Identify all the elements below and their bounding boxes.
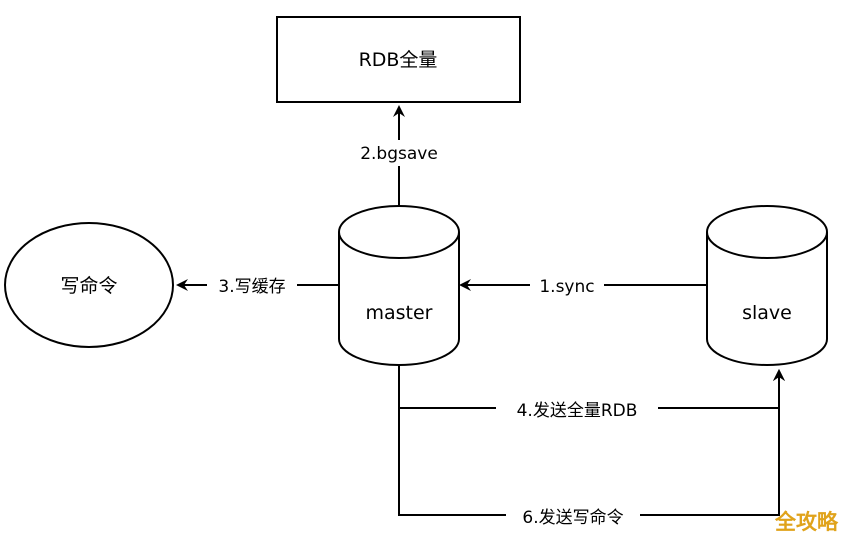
sync-label: 1.sync (539, 277, 594, 297)
edge-send-rdb: 4.发送全量RDB (398, 365, 785, 422)
send-cmd-label-bg (506, 503, 640, 529)
bgsave-label: 2.bgsave (360, 144, 438, 164)
watermark: 全攻略 (774, 510, 839, 534)
master-cylinder-body (338, 205, 460, 366)
rdb-box (276, 16, 521, 103)
edge-sync: 1.sync (459, 272, 707, 298)
watermark-text: 全攻略 (774, 510, 839, 534)
write-cmd-ellipse (4, 222, 174, 348)
write-cmd-label: 写命令 (60, 275, 117, 297)
node-slave: slave (706, 205, 828, 366)
edge-write-buffer: 3.写缓存 (176, 272, 339, 298)
write-buffer-label: 3.写缓存 (218, 277, 285, 297)
send-rdb-label: 4.发送全量RDB (517, 401, 638, 421)
bgsave-label-bg (348, 140, 450, 166)
slave-label: slave (742, 302, 792, 324)
rdb-label: RDB全量 (359, 49, 438, 71)
master-cylinder-rim (338, 231, 460, 259)
edge-bgsave: 2.bgsave (348, 105, 450, 206)
sync-label-bg (530, 272, 604, 298)
node-master: master (338, 205, 460, 366)
send-cmd-arrow (398, 365, 785, 516)
write-buffer-label-bg (207, 272, 297, 298)
slave-cylinder-body (706, 205, 828, 366)
edge-send-cmd: 6.发送写命令 (398, 365, 785, 529)
send-rdb-label-bg (496, 396, 658, 422)
node-rdb: RDB全量 (276, 16, 521, 103)
node-write-cmd: 写命令 (4, 222, 174, 348)
slave-cylinder-rim (706, 231, 828, 259)
master-label: master (365, 302, 432, 324)
send-cmd-label: 6.发送写命令 (522, 508, 623, 528)
